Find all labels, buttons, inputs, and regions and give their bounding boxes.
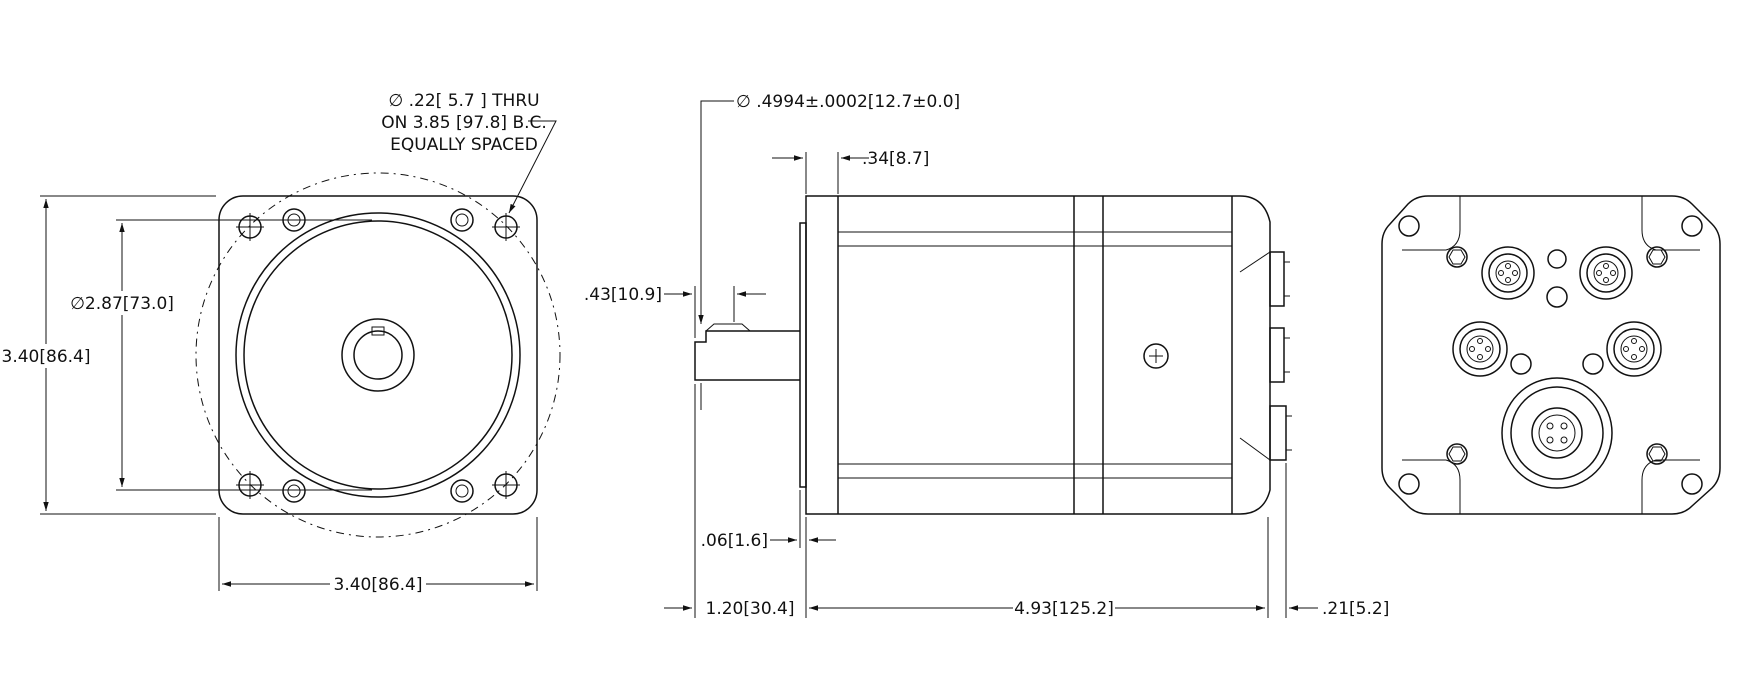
pilot-inner-circle	[243, 220, 513, 490]
rear-screw-bl	[1446, 443, 1468, 465]
flange-plate	[799, 222, 807, 488]
pilot-depth-label: .34[8.7]	[862, 149, 929, 169]
height-dim-label: 3.40[86.4]	[2, 347, 91, 367]
width-dim-label: 3.40[86.4]	[334, 575, 423, 595]
rear-mount-hole-br	[1681, 473, 1703, 495]
power-connector-face	[1501, 377, 1613, 489]
output-shaft	[694, 330, 800, 381]
body-len-label: 4.93[125.2]	[1014, 599, 1114, 619]
rear-housing-outline	[1381, 195, 1721, 515]
connector-top-right-face	[1579, 246, 1633, 300]
rear-small-hole-center	[1546, 286, 1568, 308]
rear-small-hole-right	[1582, 353, 1604, 375]
pilot-outer-circle	[235, 212, 521, 498]
side-screw	[1143, 343, 1169, 369]
rear-mount-hole-bl	[1398, 473, 1420, 495]
mounting-hole-top-left	[236, 213, 264, 241]
rear-small-hole-top	[1547, 249, 1567, 269]
side-view: ∅ .4994±.0002[12.7±0.0] .34[8.7] .43[10.…	[584, 92, 1389, 620]
front-view: ∅ .22[ 5.7 ] THRU ON 3.85 [97.8] B.C. EQ…	[2, 91, 561, 596]
shaft-boss-circle	[341, 318, 415, 392]
shaft-circle	[353, 330, 403, 380]
screw-bottom-right	[450, 479, 474, 503]
connector-len-label: .21[5.2]	[1322, 599, 1389, 619]
bolt-circle	[195, 172, 561, 538]
flange-thk-label: .06[1.6]	[701, 531, 768, 551]
mounting-hole-bottom-left	[236, 471, 264, 499]
screw-top-right	[450, 208, 474, 232]
rear-mount-hole-tr	[1681, 215, 1703, 237]
motor-body-outline	[805, 195, 1271, 515]
hole-callout-leader	[508, 120, 557, 214]
connector-top-left-face	[1481, 246, 1535, 300]
connector-bottom-side	[1269, 405, 1292, 461]
rear-small-hole-left	[1510, 353, 1532, 375]
connector-top-side	[1269, 251, 1290, 307]
hole-callout-line3: EQUALLY SPACED	[390, 135, 538, 155]
shaft-dia-label: ∅ .4994±.0002[12.7±0.0]	[736, 92, 960, 112]
rear-mount-hole-tl	[1398, 215, 1420, 237]
connector-mid-right-face	[1606, 321, 1662, 377]
front-flange-outline	[218, 195, 538, 515]
rear-inner-plate	[1402, 196, 1700, 514]
mounting-hole-bottom-right	[492, 471, 520, 499]
hole-callout-line2: ON 3.85 [97.8] B.C.	[381, 113, 547, 133]
shaft-keyway	[371, 326, 385, 336]
hole-callout-line1: ∅ .22[ 5.7 ] THRU	[388, 91, 539, 111]
rear-screw-tr	[1646, 246, 1668, 268]
rear-screw-br	[1646, 443, 1668, 465]
key-dim-label: .43[10.9]	[584, 285, 662, 305]
connector-middle-side	[1269, 327, 1290, 383]
connector-mid-left-face	[1452, 321, 1508, 377]
shaft-dia-leader	[698, 100, 734, 324]
rear-view	[1381, 195, 1721, 515]
rear-screw-tl	[1446, 246, 1468, 268]
screw-bottom-left	[282, 479, 306, 503]
mounting-hole-top-right	[492, 213, 520, 241]
shaft-len-label: 1.20[30.4]	[706, 599, 795, 619]
pilot-dim-label: ∅2.87[73.0]	[70, 294, 174, 314]
shaft-key	[705, 323, 751, 332]
